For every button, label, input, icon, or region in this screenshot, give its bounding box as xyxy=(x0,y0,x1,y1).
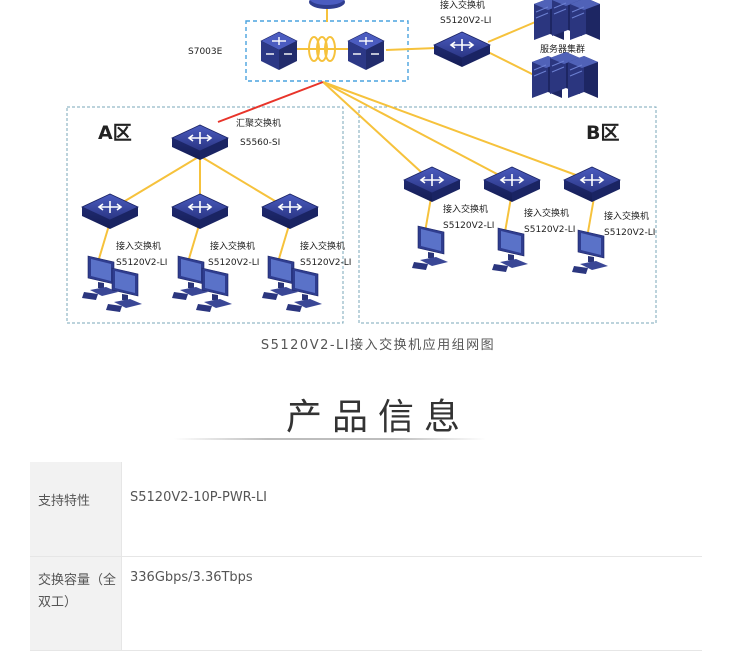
table-row: 支持特性 S5120V2-10P-PWR-LI xyxy=(30,462,702,557)
access-switch-icon xyxy=(403,166,461,203)
pc-icon xyxy=(491,227,529,273)
aggregation-label-1: 汇聚交换机 xyxy=(236,117,281,129)
spec-table: 支持特性 S5120V2-10P-PWR-LI 交换容量（全双工） 336Gbp… xyxy=(30,462,702,651)
title-underline xyxy=(174,438,486,440)
network-topology-diagram: S7003E 接入交换机 S5120V2-LI 服务器集群 A区 B区 汇聚交换… xyxy=(66,0,657,324)
spec-value: S5120V2-10P-PWR-LI xyxy=(121,462,702,557)
pc-icon xyxy=(571,229,609,275)
spec-value: 336Gbps/3.36Tbps xyxy=(121,556,702,651)
access-label-2: S5120V2-LI xyxy=(116,258,167,268)
access-label-1: 接入交换机 xyxy=(604,210,649,222)
section-title: 产品信息 xyxy=(285,397,470,438)
zone-b-label: B区 xyxy=(586,122,619,144)
access-label-2: S5120V2-LI xyxy=(208,258,259,268)
diagram-caption: S5120V2-LI接入交换机应用组网图 xyxy=(260,338,496,353)
stack-links xyxy=(296,36,348,62)
top-router-icon xyxy=(309,0,345,9)
aggregation-switch-icon xyxy=(171,124,229,161)
spec-key: 交换容量（全双工） xyxy=(30,556,122,651)
access-label-2: S5120V2-LI xyxy=(443,221,494,231)
server-cluster-label: 服务器集群 xyxy=(540,43,585,55)
server-icon xyxy=(569,0,601,41)
core-switch-icon xyxy=(260,31,298,71)
zone-a-box xyxy=(66,106,344,324)
top-access-switch-icon xyxy=(433,31,491,68)
access-label-1: 接入交换机 xyxy=(443,203,488,215)
aggregation-label-2: S5560-SI xyxy=(240,138,280,148)
zone-b-box xyxy=(358,106,657,324)
access-label-2: S5120V2-LI xyxy=(524,225,575,235)
access-switch-icon xyxy=(171,193,229,230)
server-icon xyxy=(567,55,599,99)
pc-icon xyxy=(411,225,449,271)
table-row: 交换容量（全双工） 336Gbps/3.36Tbps xyxy=(30,556,702,651)
access-switch-icon xyxy=(563,166,621,203)
top-access-label-2: S5120V2-LI xyxy=(440,16,491,26)
access-label-1: 接入交换机 xyxy=(300,240,345,252)
access-label-1: 接入交换机 xyxy=(116,240,161,252)
zone-a-label: A区 xyxy=(98,122,132,144)
spec-key: 支持特性 xyxy=(30,462,122,557)
core-switch-icon xyxy=(347,31,385,71)
uplink-lines xyxy=(97,8,596,263)
access-label-1: 接入交换机 xyxy=(210,240,255,252)
red-uplink xyxy=(217,81,324,123)
access-label-2: S5120V2-LI xyxy=(604,228,655,238)
core-switch-label: S7003E xyxy=(188,47,223,57)
top-access-label-1: 接入交换机 xyxy=(440,0,485,11)
access-label-1: 接入交换机 xyxy=(524,207,569,219)
access-label-2: S5120V2-LI xyxy=(300,258,351,268)
